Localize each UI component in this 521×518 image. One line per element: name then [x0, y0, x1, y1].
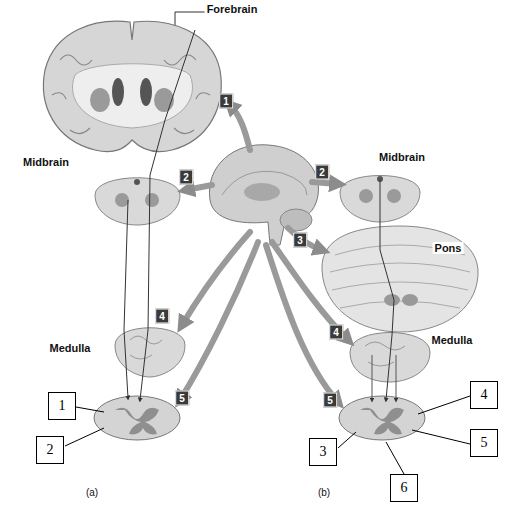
tract-line	[140, 30, 195, 400]
callout-number: 1	[59, 398, 66, 414]
step-number: 4	[329, 325, 343, 340]
region-label: Forebrain	[205, 3, 260, 15]
region-label: Midbrain	[21, 156, 71, 168]
tract-line	[380, 180, 394, 400]
step-number: 4	[155, 309, 169, 324]
tract-line	[372, 355, 373, 400]
tract-line	[124, 200, 128, 398]
callout-box: 5	[470, 429, 498, 457]
region-label: Midbrain	[377, 151, 427, 163]
pons-section	[322, 226, 478, 332]
spinal-cord-section	[339, 396, 425, 440]
step-number: 1	[219, 94, 233, 109]
panel-label: (a)	[84, 487, 100, 498]
callout-box: 6	[390, 474, 418, 502]
step-number: 5	[175, 391, 189, 406]
sagittal-brain	[209, 145, 318, 245]
forebrain-section	[43, 12, 225, 152]
region-arrow	[180, 105, 348, 402]
region-label: Pons	[433, 242, 464, 254]
step-number: 2	[179, 170, 193, 185]
panel-label: (b)	[316, 487, 332, 498]
callout-number: 4	[481, 387, 488, 403]
callout-number: 5	[481, 435, 488, 451]
callout-number: 6	[401, 480, 408, 496]
callout-number: 2	[47, 442, 54, 458]
step-number: 5	[323, 393, 337, 408]
region-label: Medulla	[430, 334, 475, 346]
midbrain-section	[95, 178, 180, 225]
callout-box: 1	[48, 392, 76, 420]
callout-box: 4	[470, 381, 498, 409]
step-number: 3	[293, 233, 307, 248]
callout-box: 2	[36, 436, 64, 464]
tract-line	[396, 355, 397, 400]
spinal-cord-section	[94, 396, 180, 440]
region-label: Medulla	[48, 342, 93, 354]
callout-number: 3	[320, 444, 327, 460]
callout-box: 3	[309, 438, 337, 466]
leader-line	[65, 396, 470, 474]
step-number: 2	[315, 165, 329, 180]
